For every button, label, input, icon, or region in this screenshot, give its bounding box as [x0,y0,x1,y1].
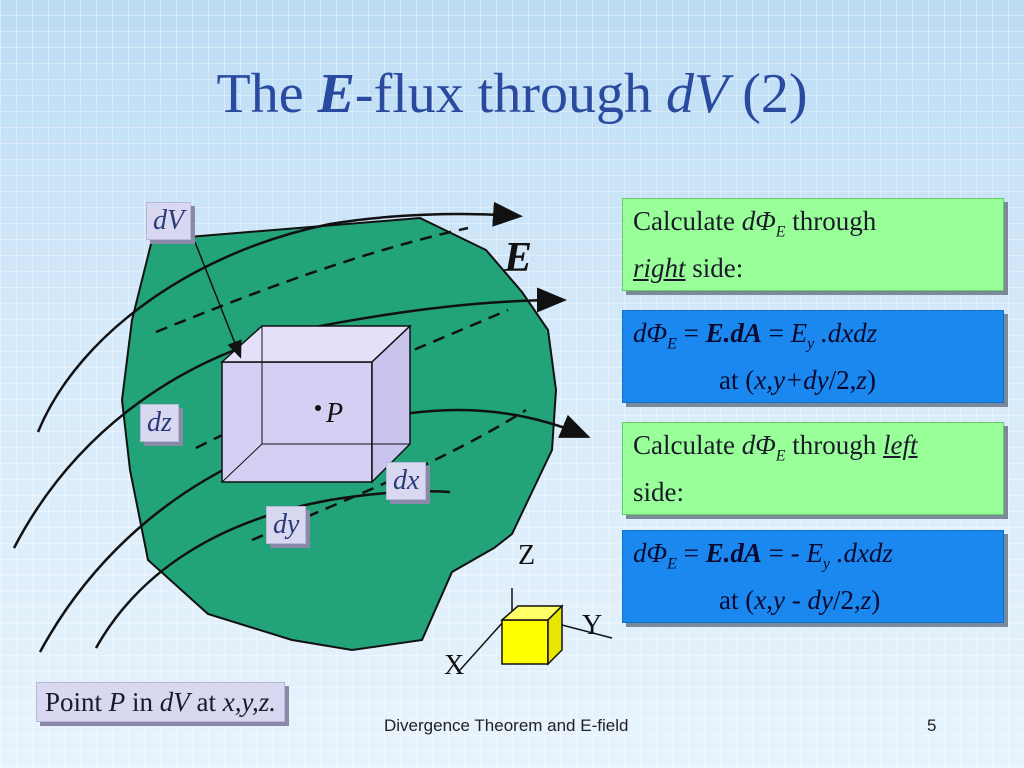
box4-coord2: /2, [832,585,861,616]
point-description: Point P in dV at x,y,z. [36,682,286,722]
axis-label-Z: Z [518,540,536,571]
box2-dphi: dΦ [633,318,668,348]
bottom-P: P [108,687,126,717]
box2-coord2: /2, [828,365,857,396]
title-mid: -flux through [354,63,666,125]
box1-sub: E [775,223,786,241]
axis-label-Y: Y [582,610,603,641]
box2-close: ) [866,365,876,396]
label-E: E [504,235,533,281]
box4-Ey: E [806,538,823,568]
label-dy: dy [266,506,307,544]
label-dx: dx [386,462,427,500]
box4-eq1: = [676,538,706,568]
title-E: E [317,63,355,125]
box2-dxdz: .dxdz [814,318,878,348]
page-number: 5 [927,716,937,735]
box3-calc: Calculate [633,430,742,460]
box4-close: ) [871,585,881,616]
box3-dphi: dΦ [741,430,776,460]
box2-eq2: = [761,318,791,348]
volume-element-cube [220,324,412,484]
label-dV: dV [146,202,192,240]
box4-z: z [860,585,872,616]
dV-pointer [194,241,242,359]
label-dz: dz [140,404,179,442]
title-dV: dV [665,63,729,125]
box1-through: through [785,206,877,236]
bottom-in: in [125,687,160,717]
axis-system [459,588,613,671]
box4-coord: x,y - dy [754,585,833,616]
right-side-formula: dΦE = E.dA = Ey .dxdz at (x,y+dy/2,z) [622,310,1004,404]
box1-side-rest: side: [685,253,744,284]
box2-Ey: E [790,318,808,348]
bottom-at: at [189,687,223,717]
box1-calc: Calculate [633,206,742,236]
slide-title: The E-flux through dV (2) [0,62,1024,126]
box4-eq2: = - [761,538,807,568]
box1-dphi: dΦ [741,206,776,236]
box4-EdA: E.dA [705,538,762,568]
dashed-line-1 [155,226,469,334]
bottom-xyz: x,y,z. [222,687,277,717]
box3-side-rest: side: [633,477,684,508]
box3-side-word: left [883,430,918,460]
left-side-prompt: Calculate dΦE through left side: [622,422,1004,516]
box2-ysub: y [807,335,815,353]
box2-EdA: E.dA [705,318,762,348]
box4-sub: E [667,555,677,573]
title-pre: The [216,63,318,125]
label-P: P [326,398,344,429]
axis-label-X: X [444,650,465,681]
bottom-pre: Point [45,687,109,717]
bottom-dV: dV [159,687,190,717]
box2-sub: E [667,335,677,353]
box3-sub: E [775,447,786,465]
box2-z: z [856,365,867,396]
footer-text: Divergence Theorem and E-field [384,716,629,735]
box4-ysub: y [822,555,830,573]
right-side-prompt: Calculate dΦE through right side: [622,198,1004,292]
box1-side-word: right [633,253,686,284]
box2-eq1: = [676,318,706,348]
left-side-formula: dΦE = E.dA = - Ey .dxdz at (x,y - dy/2,z… [622,530,1004,624]
title-post: (2) [728,63,808,125]
box4-at: at ( [719,585,755,616]
box4-dxdz: .dxdz [829,538,893,568]
field-line-1 [36,201,523,433]
box2-at: at ( [719,365,755,396]
box2-coord: x,y+dy [754,365,829,396]
box3-through: through [785,430,884,460]
box4-dphi: dΦ [633,538,668,568]
